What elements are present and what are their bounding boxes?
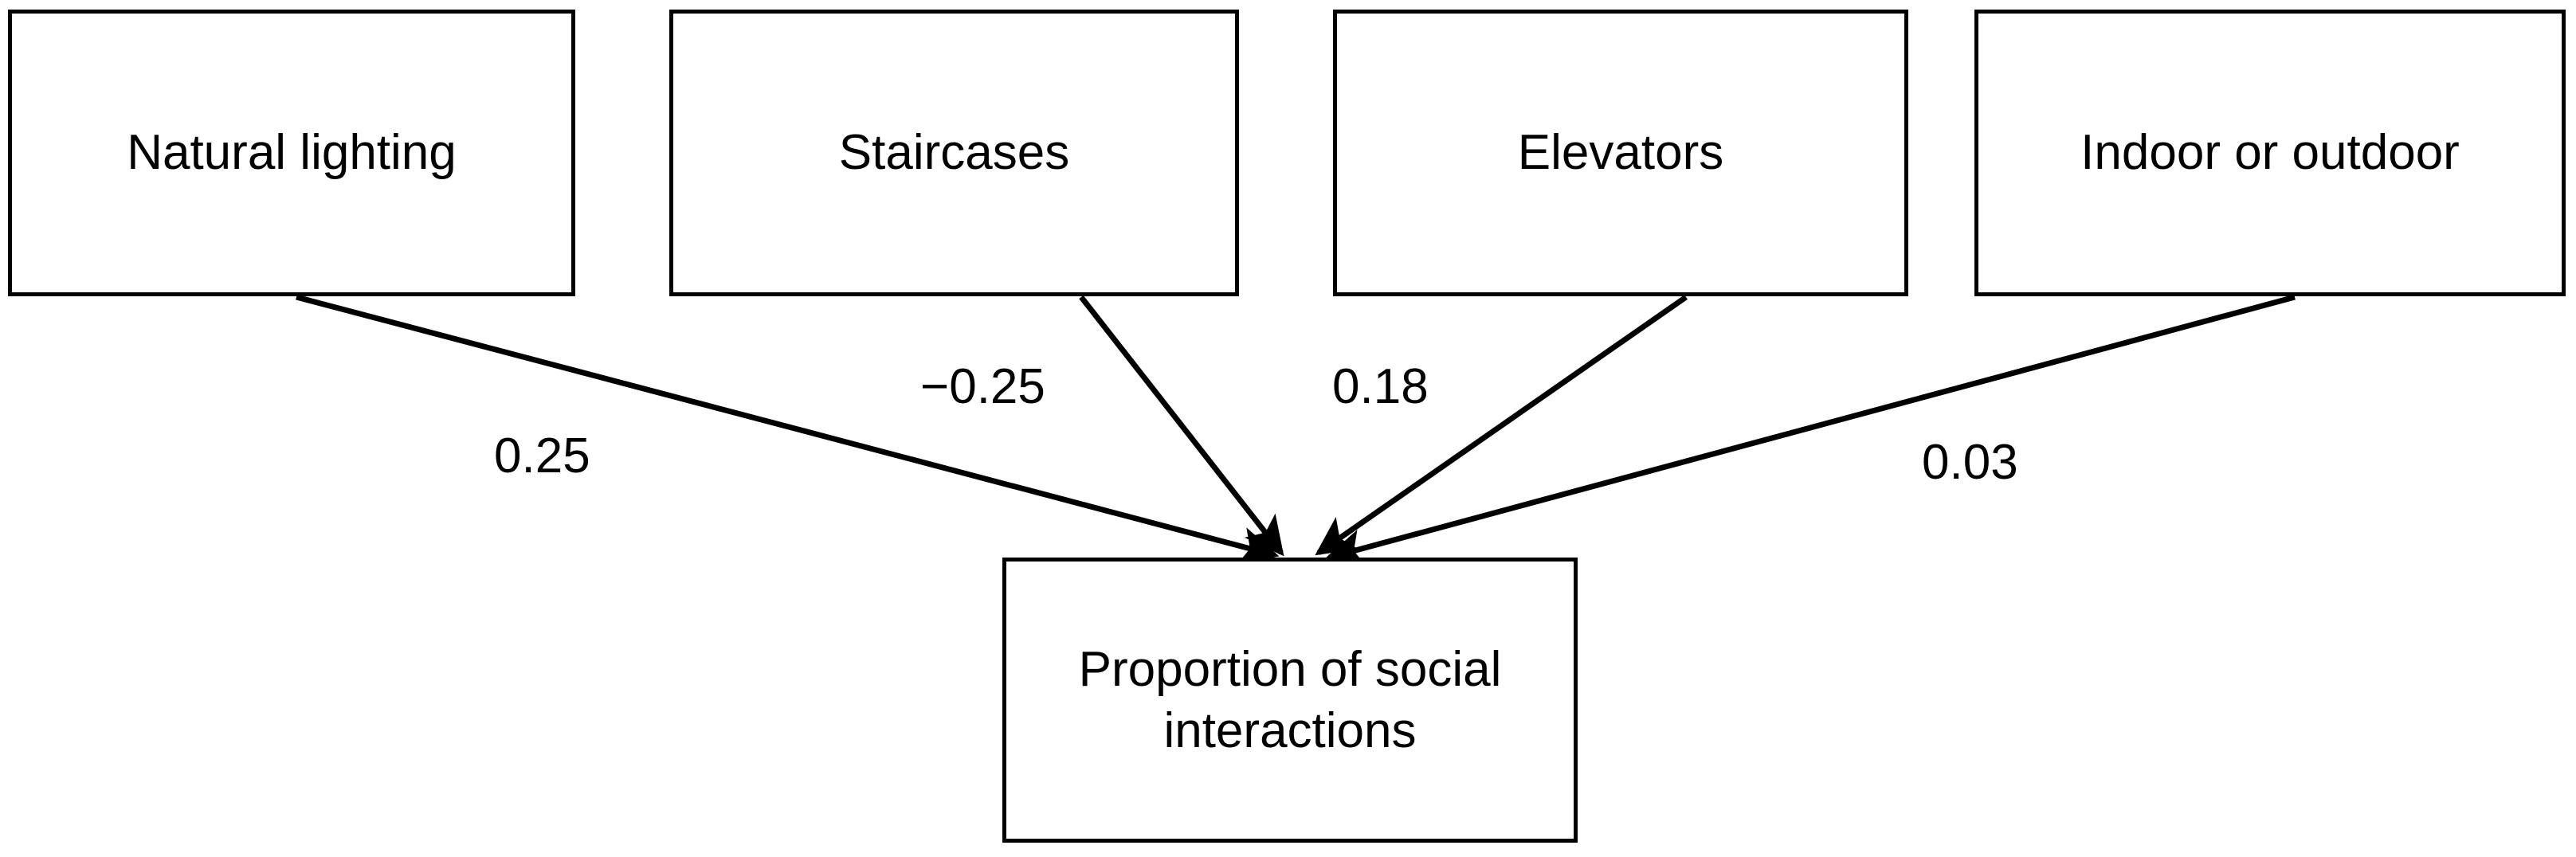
- node-proportion-of-social-interactions[interactable]: Proportion of social interactions: [1002, 558, 1578, 843]
- edge-indoor-outdoor-to-outcome: [1324, 294, 2296, 568]
- edge-label-natural-lighting: 0.25: [494, 428, 590, 483]
- edge-elevators-to-outcome: [1315, 295, 1688, 556]
- node-natural-lighting[interactable]: Natural lighting: [8, 10, 575, 296]
- edge-label-indoor-or-outdoor: 0.03: [1922, 435, 2018, 490]
- node-indoor-or-outdoor[interactable]: Indoor or outdoor: [1974, 10, 2566, 296]
- node-indoor-or-outdoor-label: Indoor or outdoor: [2080, 125, 2460, 181]
- node-natural-lighting-label: Natural lighting: [127, 125, 457, 181]
- edge-staircases-to-outcome: [1079, 295, 1284, 557]
- node-staircases-label: Staircases: [838, 125, 1070, 181]
- node-elevators-label: Elevators: [1517, 125, 1724, 181]
- edge-label-staircases: −0.25: [920, 359, 1045, 414]
- edge-label-elevators: 0.18: [1332, 359, 1429, 414]
- edge-natural-lighting-to-outcome: [296, 294, 1280, 565]
- node-staircases[interactable]: Staircases: [669, 10, 1239, 296]
- node-elevators[interactable]: Elevators: [1333, 10, 1908, 296]
- node-proportion-of-social-interactions-label: Proportion of social interactions: [1078, 641, 1502, 759]
